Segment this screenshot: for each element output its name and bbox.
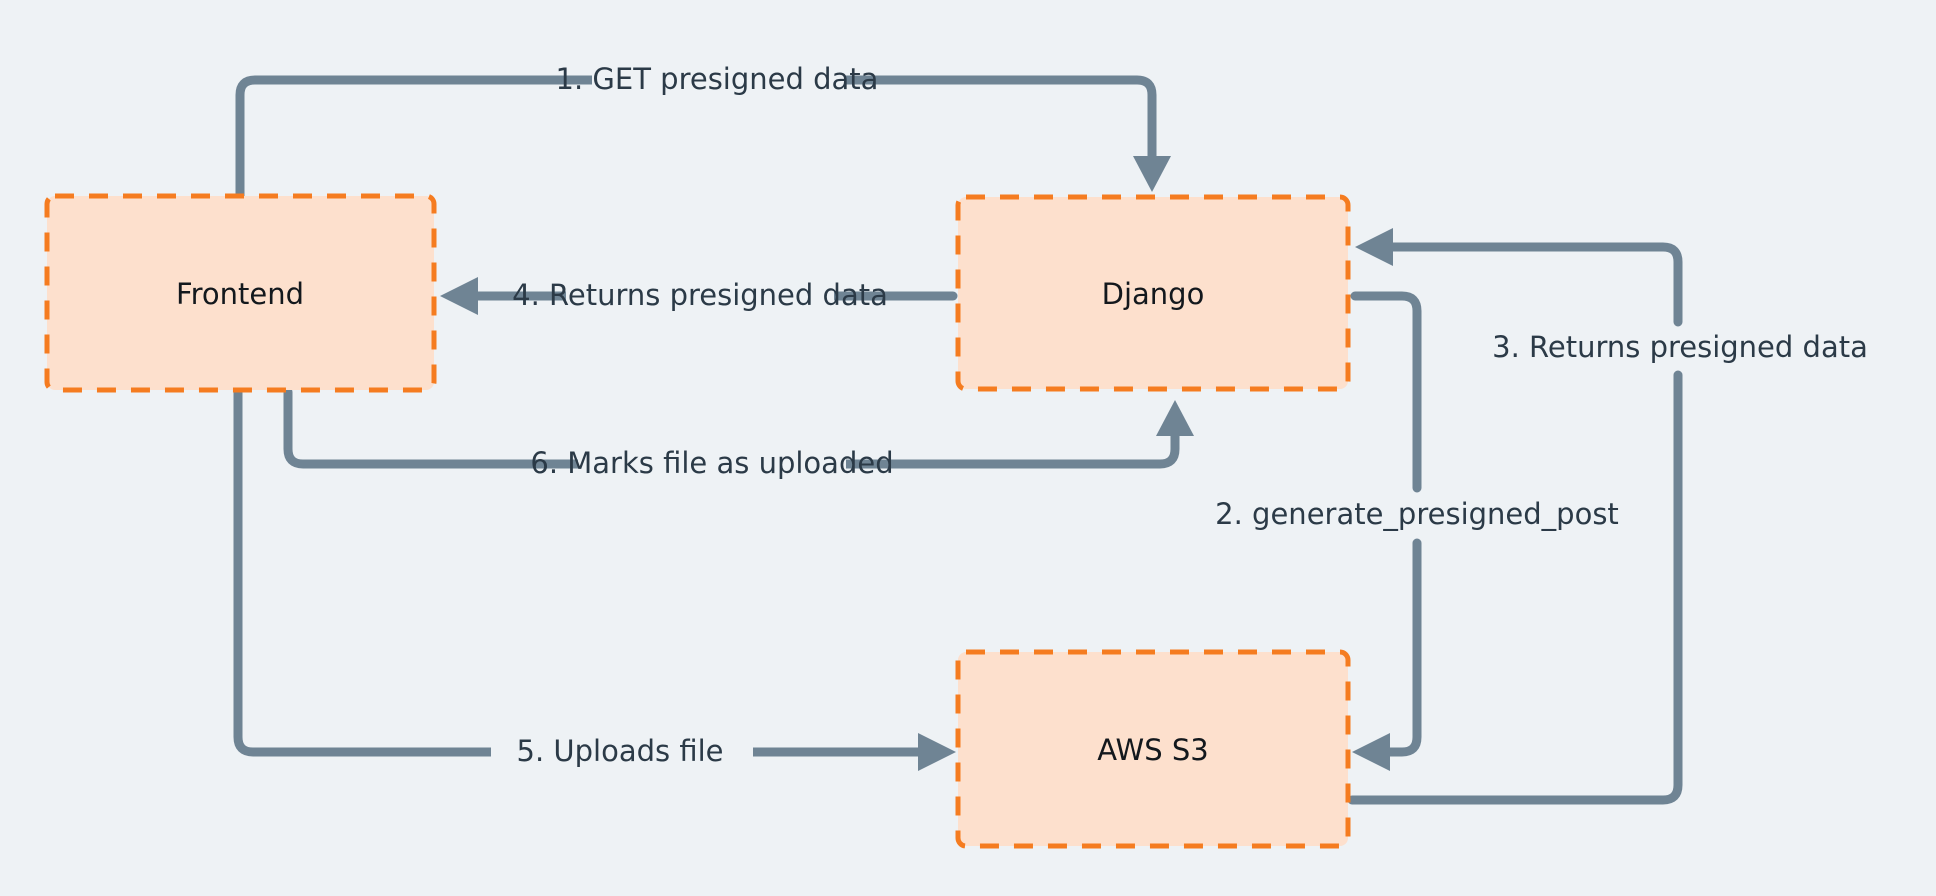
edge-2-arrowhead	[1352, 733, 1390, 771]
edge-5-uploads-file: 5. Uploads file	[233, 387, 956, 772]
edge-4-label-backdrop	[566, 276, 834, 316]
edge-2-segment-top	[1350, 291, 1422, 493]
edge-2-label: 2. generate_presigned_post	[1215, 497, 1619, 531]
edge-1-get-presigned-data: 1. GET presigned data	[235, 60, 1171, 201]
edge-6-segment-right	[835, 427, 1180, 469]
edge-3-segment-top	[1384, 242, 1683, 327]
edge-3-returns-presigned-data: 3. Returns presigned data	[1347, 228, 1886, 805]
node-aws-s3-label: AWS S3	[1097, 733, 1208, 767]
edge-4-label: 4. Returns presigned data	[512, 278, 888, 312]
edge-3-segment-bottom	[1347, 370, 1683, 805]
edge-1-arrowhead	[1133, 156, 1171, 192]
edge-2-generate-presigned-post: 2. generate_presigned_post	[1200, 291, 1634, 771]
edge-6-arrowhead	[1156, 400, 1194, 436]
node-frontend-label: Frontend	[176, 277, 304, 311]
edge-6-label-backdrop	[578, 444, 846, 484]
edge-1-label-backdrop	[592, 60, 844, 100]
edge-3-label: 3. Returns presigned data	[1492, 330, 1868, 364]
edge-4-returns-presigned-data: 4. Returns presigned data	[440, 276, 958, 316]
edge-4-arrowhead	[440, 277, 478, 315]
node-django-label: Django	[1102, 277, 1205, 311]
node-aws-s3[interactable]: AWS S3	[955, 649, 1351, 849]
edge-1-label: 1. GET presigned data	[556, 62, 879, 96]
edge-3-label-backdrop	[1482, 328, 1886, 368]
edge-6-segment-left	[283, 387, 589, 469]
edge-6-label: 6. Marks file as uploaded	[530, 446, 893, 480]
node-aws-s3-box[interactable]	[955, 649, 1351, 849]
edge-5-label-backdrop	[491, 732, 753, 772]
node-frontend-box[interactable]	[44, 193, 437, 393]
edge-5-label: 5. Uploads file	[517, 734, 724, 768]
edge-3-arrowhead	[1355, 228, 1393, 266]
edge-5-arrowhead	[918, 733, 956, 771]
edge-2-segment-bottom	[1381, 538, 1422, 757]
edge-5-segment-left	[233, 387, 502, 757]
edge-1-segment-right	[833, 75, 1157, 165]
node-django-box[interactable]	[955, 194, 1351, 392]
edge-2-label-backdrop	[1200, 495, 1634, 535]
edge-6-marks-file-as-uploaded: 6. Marks file as uploaded	[283, 387, 1194, 484]
node-frontend[interactable]: Frontend	[44, 193, 437, 393]
edge-1-segment-left	[235, 75, 603, 201]
node-django[interactable]: Django	[955, 194, 1351, 392]
